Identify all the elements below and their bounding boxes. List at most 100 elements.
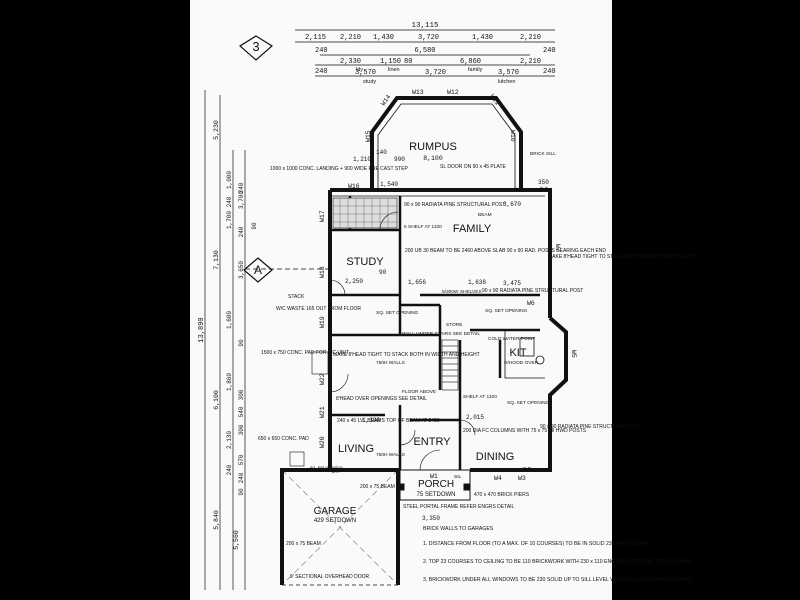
label-sq-set-3: SQ. SET OPENING <box>485 308 528 314</box>
note-head-left: MAKE 8'HEAD TIGHT TO STACK BOTH IN WIDTH… <box>333 352 480 358</box>
window-w8: W8 <box>516 187 524 194</box>
label-shelf-1: 5 SHELF AT 1100 <box>404 224 442 230</box>
dim-row3-4: 2,210 <box>520 58 541 66</box>
dim-row2-mid: 6,580 <box>414 47 435 55</box>
kitchen-bench <box>504 330 545 379</box>
dim-overall-top: 13,115 <box>411 22 439 30</box>
dim-left-mid-4: 1,600 <box>226 311 233 329</box>
room-porch: PORCH <box>418 479 454 490</box>
dim-left-outer-4: 5,840 <box>213 510 220 530</box>
window-w19: W19 <box>319 316 326 328</box>
general-notes-heading: BRICK WALLS TO GARAGES <box>423 526 494 532</box>
window-w6: W6 <box>527 300 535 307</box>
dim-row1-2: 1,430 <box>373 34 394 42</box>
label-brick-sill: BRICK SILL <box>530 151 556 157</box>
room-family: FAMILY <box>453 223 492 235</box>
note-conc-pad: 650 x 650 CONC. PAD <box>258 436 309 442</box>
dim-row1-4: 1,430 <box>472 34 493 42</box>
dim-row4: 3,570 3,720 3,570 study kitchen <box>355 69 519 85</box>
room-living: LIVING <box>338 443 374 455</box>
room-kit: KIT <box>509 347 526 359</box>
window-w22: W22 <box>319 373 326 385</box>
window-w21: W21 <box>319 406 326 418</box>
window-w13: W13 <box>412 89 424 96</box>
wet-area-tiles <box>332 197 398 229</box>
misc-dim-9: 350 <box>538 179 549 186</box>
general-note-2: 2. TOP 23 COURSES TO CEILING TO BE 110 B… <box>423 559 692 565</box>
label-beam: BEAM <box>478 212 492 218</box>
dim-left-outer-1: 7,130 <box>213 250 220 270</box>
window-w5: W5 <box>570 350 577 358</box>
room-entry: ENTRY <box>413 436 451 448</box>
dim-row1-3: 3,720 <box>418 34 439 42</box>
label-shelves: 5/300W SHELVES <box>442 289 482 295</box>
dim-left-mid-1: 240 <box>226 196 233 207</box>
room-rumpus-dim: 8,100 <box>423 155 443 162</box>
construction-notes: 1000 x 1000 CONC. LANDING + 900 WIDE PRE… <box>258 164 695 580</box>
dim-left-inner-0: 240 <box>238 226 245 237</box>
dim-left-mid-6: 2,130 <box>226 431 233 449</box>
label-dp-4: D.P. <box>540 186 549 192</box>
dim-row4-left: 240 <box>315 68 328 76</box>
dim-row3-label-0: ldy <box>356 67 363 73</box>
room-dining: DINING <box>476 451 515 463</box>
note-overhead-door: 9' SECTIONAL OVERHEAD DOOR <box>290 574 370 580</box>
dim-left-inner: 240 90 240 300 540 300 570 240 90 <box>226 226 245 495</box>
window-w17: W17 <box>319 210 326 222</box>
garage-outline <box>280 468 400 586</box>
note-sl-door: SL DOOR ON 90 x 45 PLATE <box>440 164 507 170</box>
section-letter: A <box>254 263 262 277</box>
window-w15: W15 <box>365 130 372 142</box>
note-fc-columns: 200 DIA FC COLUMNS WITH 75 x 75 FII HWD … <box>463 428 587 434</box>
dim-left-mid-2: 1,700 <box>226 211 233 229</box>
dim-left-mid-8: 240 <box>238 182 245 193</box>
window-w12: W12 <box>447 89 459 96</box>
dim-left-inner-6: 570 <box>238 454 245 465</box>
note-beam-top: 200 x 75 BEAM <box>360 484 395 490</box>
misc-dim-6: 2,015 <box>466 414 484 421</box>
window-w18: W18 <box>319 266 326 278</box>
top-dimensions <box>295 29 555 77</box>
dim-left-mid-0: 1,000 <box>226 171 233 189</box>
misc-dim-3: 2,250 <box>345 278 363 285</box>
dim-row1-0: 2,115 <box>305 34 326 42</box>
general-note-3: 3. BRICKWORK UNDER ALL WINDOWS TO BE 230… <box>423 577 692 583</box>
pads <box>289 351 329 467</box>
stairs <box>441 339 459 391</box>
general-note-1: 1. DISTANCE FROM FLOOR (TO A MAX. OF 10 … <box>423 541 649 547</box>
note-post-1: 90 x 90 RADIATA PINE STRUCTURAL POST <box>404 202 505 208</box>
note-ac-pad: 1500 x 750 CONC. PAD FOR A/C UNIT <box>261 350 349 356</box>
label-sq-set-1: SQ. SET OPENING <box>376 310 419 316</box>
misc-dim-8: 3,350 <box>422 515 440 522</box>
sheet-number: 3 <box>252 39 259 54</box>
dim-row3-3: 6,860 <box>460 58 481 66</box>
label-sq-set-2: SQ. SET OPENING <box>507 400 550 406</box>
note-stack: STACK <box>288 294 305 300</box>
room-labels: RUMPUS 8,100 FAMILY STUDY KIT ENTRY LIVI… <box>314 141 527 524</box>
dim-row4-label-0: study <box>363 79 376 85</box>
general-notes: BRICK WALLS TO GARAGES 1. DISTANCE FROM … <box>423 526 692 583</box>
dim-left-inner-2: 240 <box>226 464 233 475</box>
room-garage-sub: 429 SETDOWN <box>314 518 356 524</box>
dim-left-inner-5: 300 <box>238 424 245 435</box>
label-store: STORE <box>446 322 462 328</box>
window-w3: W3 <box>518 475 526 482</box>
dim-left-outer-3: 5,560 <box>233 530 240 550</box>
note-lvl-beams: 240 x 45 LVL BEAMS TOP OF BEAM AT 2450 <box>337 418 440 424</box>
dim-left-mid-7: 3,700 <box>238 191 245 209</box>
sheet-marker: 3 <box>238 35 274 61</box>
label-cold-water: COLD WATER POINT <box>488 336 536 342</box>
misc-dim-12: 140 <box>376 149 387 156</box>
label-wall-stairs: WALL UNDER STAIRS SEE DETAIL <box>402 331 480 337</box>
dim-overall-left: 13,890 <box>198 317 206 342</box>
misc-dim-2: 3,475 <box>503 280 521 287</box>
label-rhood: R/HOOD OVER <box>504 360 539 366</box>
window-w1: W1 <box>430 473 438 480</box>
dim-row3-label-1: linen <box>388 67 400 73</box>
dim-row1-5: 2,210 <box>520 34 541 42</box>
label-walls-1: 750H WALLS <box>376 360 405 366</box>
note-post-2: 90 x 90 RADIATA PINE STRUCTURAL POST <box>482 288 583 294</box>
note-post-3: 90 x 90 RADIATA PINE STRUCTURAL POST <box>540 424 641 430</box>
section-marker-a: A <box>243 257 330 283</box>
